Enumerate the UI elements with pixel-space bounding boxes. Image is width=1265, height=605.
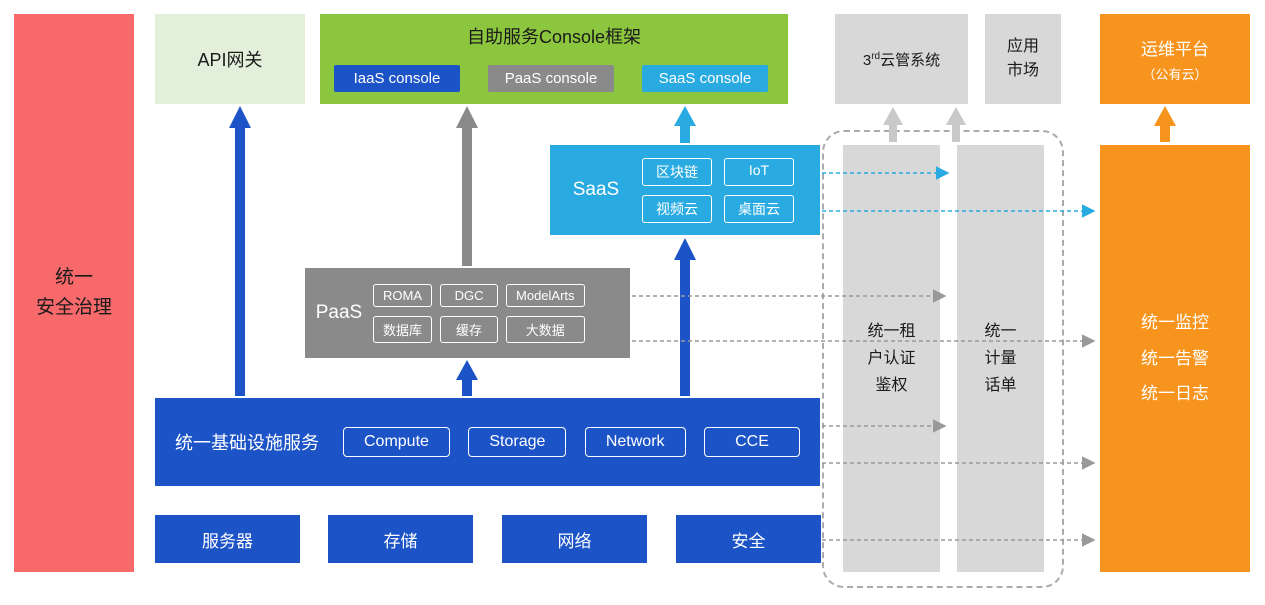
monitor-alarm-log-label: 统一监控 统一告警 统一日志 — [1141, 312, 1209, 404]
paas-chip-database: 数据库 — [373, 315, 433, 343]
paas-chip-cache: 缓存 — [440, 315, 499, 343]
api-gateway-box: API网关 — [155, 14, 305, 104]
saas-chips-grid: 区块链 IoT 视频云 桌面云 — [642, 157, 794, 223]
console-chip-paas: PaaS console — [488, 65, 614, 92]
iaas-chip-network: Network — [584, 427, 686, 457]
saas-chip-desktop-cloud: 桌面云 — [724, 194, 794, 223]
console-chip-iaas: IaaS console — [334, 65, 460, 92]
third-party-cloud-label: 3rd云管系统 — [862, 50, 941, 69]
paas-label: PaaS — [315, 302, 363, 323]
metering-billing-label: 统一 计量 话单 — [984, 322, 1017, 395]
api-gateway-label: API网关 — [197, 50, 263, 70]
monitor-alarm-log-bar: 统一监控 统一告警 统一日志 — [1100, 145, 1250, 572]
console-frame-box: 自助服务Console框架 IaaS console PaaS console … — [320, 14, 788, 104]
arrow-iaas-to-api-gateway — [229, 106, 251, 396]
third-party-cloud-box: 3rd云管系统 — [835, 14, 968, 104]
arrow-iaas-to-saas — [674, 238, 696, 396]
tenant-auth-bar: 统一租 户认证 鉴权 — [843, 145, 940, 572]
console-chips-row: IaaS console PaaS console SaaS console — [334, 65, 768, 92]
iaas-chips-row: Compute Storage Network CCE — [343, 427, 800, 457]
metering-billing-bar: 统一 计量 话单 — [957, 145, 1044, 572]
om-platform-subtitle: （公有云） — [1142, 67, 1208, 82]
arrow-saas-to-console — [674, 106, 696, 143]
app-market-label: 应用 市场 — [1006, 38, 1039, 79]
console-chip-saas: SaaS console — [642, 65, 768, 92]
arrow-paas-to-console — [456, 106, 478, 266]
saas-chip-video-cloud: 视频云 — [642, 194, 712, 223]
saas-chip-blockchain: 区块链 — [642, 157, 712, 186]
saas-label: SaaS — [572, 179, 620, 200]
tenant-auth-label: 统一租 户认证 鉴权 — [867, 322, 916, 395]
arrow-monitor-to-om-platform — [1154, 106, 1176, 142]
om-platform-box: 运维平台 （公有云） — [1100, 14, 1250, 104]
infra-box-storage: 存储 — [328, 515, 473, 563]
iaas-chip-cce: CCE — [703, 427, 800, 457]
paas-chips-grid: ROMA DGC ModelArts 数据库 缓存 大数据 — [373, 283, 585, 343]
security-governance-label: 统一 安全治理 — [35, 266, 112, 318]
infra-box-security: 安全 — [676, 515, 821, 563]
paas-chip-modelarts: ModelArts — [506, 283, 585, 307]
iaas-chip-storage: Storage — [468, 427, 567, 457]
iaas-box: 统一基础设施服务 Compute Storage Network CCE — [155, 398, 820, 486]
infra-box-server: 服务器 — [155, 515, 300, 563]
om-platform-title: 运维平台 — [1141, 40, 1209, 59]
paas-box: PaaS ROMA DGC ModelArts 数据库 缓存 大数据 — [305, 268, 630, 358]
paas-chip-bigdata: 大数据 — [506, 315, 585, 343]
paas-chip-roma: ROMA — [373, 283, 433, 307]
arrow-iaas-to-paas — [456, 360, 478, 396]
iaas-label: 统一基础设施服务 — [175, 433, 319, 453]
saas-chip-iot: IoT — [724, 157, 794, 186]
shared-services-dashed-container — [822, 130, 1064, 588]
iaas-chip-compute: Compute — [343, 427, 450, 457]
paas-chip-dgc: DGC — [440, 283, 499, 307]
security-governance-bar: 统一 安全治理 — [14, 14, 134, 572]
console-frame-title: 自助服务Console框架 — [466, 27, 642, 47]
infra-box-network: 网络 — [502, 515, 647, 563]
saas-box: SaaS 区块链 IoT 视频云 桌面云 — [550, 145, 820, 235]
app-market-box: 应用 市场 — [985, 14, 1061, 104]
